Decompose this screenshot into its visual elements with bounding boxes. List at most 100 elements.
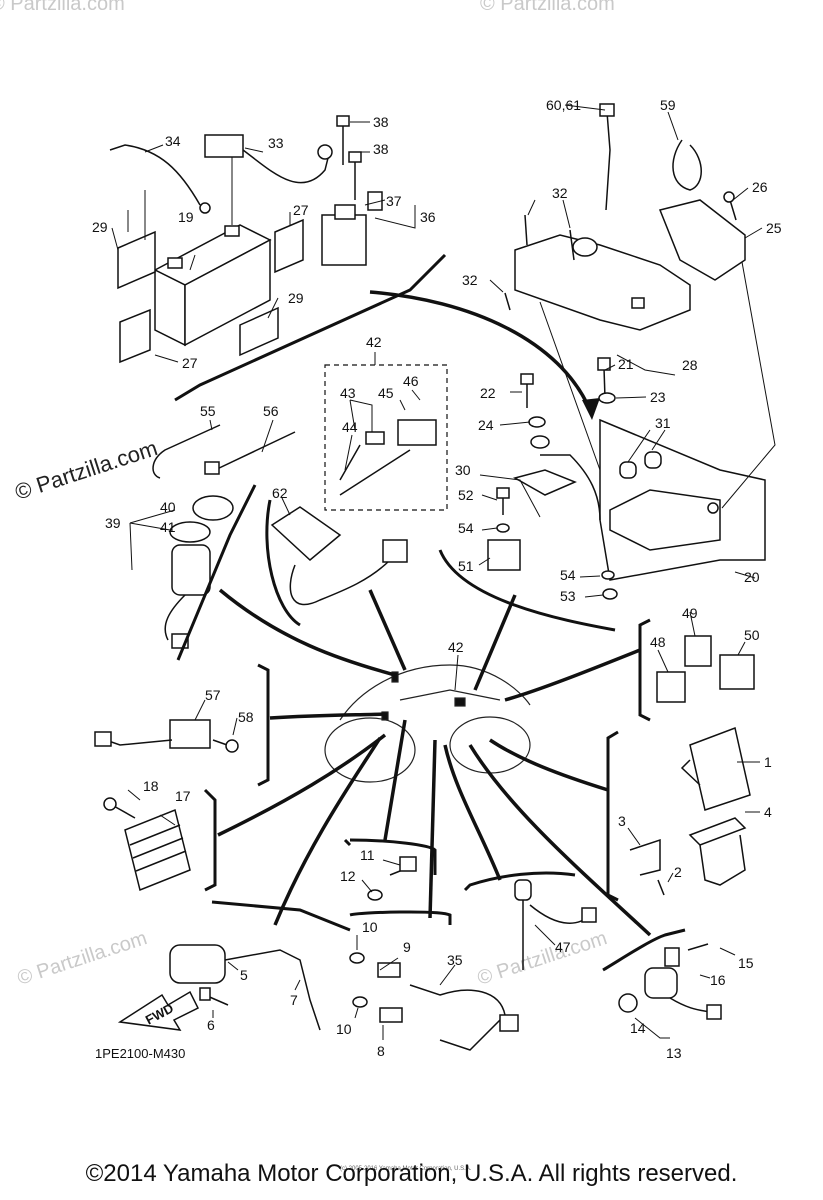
- relay-49: [684, 635, 712, 667]
- callout-42-b: 42: [448, 639, 464, 655]
- bracket-25: [658, 199, 746, 281]
- callout-20: 20: [744, 569, 760, 585]
- callout-62: 62: [272, 485, 288, 501]
- pad-27-bottom: [119, 308, 151, 364]
- callout-50: 50: [744, 627, 760, 643]
- callout-8: 8: [377, 1043, 385, 1059]
- lead-35: [409, 984, 506, 1051]
- callout-52: 52: [458, 487, 474, 503]
- callout-21: 21: [618, 356, 634, 372]
- battery-group: [109, 115, 447, 402]
- callout-43: 43: [340, 385, 356, 401]
- bolt-32-c: [504, 292, 511, 311]
- callout-17: 17: [175, 788, 191, 804]
- vehicle-outline: [324, 664, 531, 783]
- diagram-code: 1PE2100-M430: [95, 1046, 185, 1061]
- callout-27-b: 27: [182, 355, 198, 371]
- cable-33: [242, 149, 331, 184]
- watermark-top-right: © Partzilla.com: [480, 0, 615, 15]
- callout-53: 53: [560, 588, 576, 604]
- callout-11: 11: [360, 847, 375, 863]
- bolt-32-b: [569, 229, 575, 261]
- bolt-26: [729, 199, 737, 221]
- callout-58: 58: [238, 709, 254, 725]
- callout-5: 5: [240, 967, 248, 983]
- cable-tie-56: [214, 431, 296, 471]
- nut-53: [602, 588, 618, 600]
- pad-29-bottom: [239, 306, 279, 357]
- callout-13: 13: [666, 1045, 682, 1061]
- cable-34: [109, 144, 201, 206]
- clamp-59: [672, 139, 702, 191]
- fwd-arrow: FWD: [117, 990, 200, 1031]
- cable-tie-55: [152, 424, 221, 479]
- bracket-3: [629, 838, 661, 876]
- cover-28: [514, 234, 691, 331]
- callout-37: 37: [386, 193, 402, 209]
- callout-33: 33: [268, 135, 284, 151]
- bolt-2: [657, 879, 665, 896]
- callout-39: 39: [105, 515, 121, 531]
- pad-29-left: [117, 230, 156, 290]
- callout-38-b: 38: [373, 141, 389, 157]
- washer-12: [367, 889, 383, 901]
- callout-48: 48: [650, 634, 666, 650]
- callout-22: 22: [480, 385, 496, 401]
- fine-print: (c) 2005-2016 Yamaha Motor Corporation, …: [340, 1166, 472, 1172]
- watermark-top-left: © Partzilla.com: [0, 0, 125, 15]
- callout-56: 56: [263, 403, 279, 419]
- callout-28: 28: [682, 357, 698, 373]
- callout-45: 45: [378, 385, 394, 401]
- relay-51: [487, 539, 521, 571]
- callout-32-b: 32: [462, 272, 478, 288]
- callout-41: 41: [160, 519, 176, 535]
- callout-59: 59: [660, 97, 676, 113]
- callout-34: 34: [165, 133, 181, 149]
- bolt-32-a: [524, 214, 528, 246]
- callout-26: 26: [752, 179, 768, 195]
- arrow-to-battery-box: [369, 290, 592, 411]
- callout-27-a: 27: [293, 202, 309, 218]
- relay-50: [719, 654, 755, 690]
- callout-labels: 1 2 3 4 5 6 7 8 9 10 10 11 12 13 14 15 1…: [92, 97, 782, 1061]
- callout-31: 31: [655, 415, 671, 431]
- callout-9: 9: [403, 939, 411, 955]
- callout-29-b: 29: [288, 290, 304, 306]
- callout-19: 19: [178, 209, 194, 225]
- callout-14: 14: [630, 1020, 646, 1036]
- washer-10-a: [349, 952, 365, 964]
- battery-19: [153, 224, 272, 347]
- switch-9: [377, 962, 401, 978]
- sub-lead-62: [270, 506, 408, 606]
- callout-32-a: 32: [552, 185, 568, 201]
- sensor-13: [618, 943, 722, 1020]
- callout-46: 46: [403, 373, 419, 389]
- washer-23: [598, 392, 616, 404]
- callout-10-b: 10: [336, 1021, 352, 1037]
- callout-54-a: 54: [458, 520, 474, 536]
- callout-18: 18: [143, 778, 159, 794]
- callout-42-a: 42: [366, 334, 382, 350]
- ecu-1: [680, 726, 751, 811]
- callout-38-a: 38: [373, 114, 389, 130]
- callout-12: 12: [340, 868, 356, 884]
- bracket-4: [688, 817, 747, 886]
- callout-57: 57: [205, 687, 221, 703]
- callout-15: 15: [738, 955, 754, 971]
- watermark-main: © Partzilla.com: [12, 435, 161, 505]
- ignition-coil-5: [169, 944, 321, 1031]
- battery-group-bracket: [174, 253, 447, 402]
- callout-55: 55: [200, 403, 216, 419]
- battery-box-20: [599, 418, 766, 581]
- callout-23: 23: [650, 389, 666, 405]
- callout-24: 24: [478, 417, 494, 433]
- callout-29-a: 29: [92, 219, 108, 235]
- starter-relay-36: [321, 191, 383, 266]
- pad-30: [513, 469, 577, 496]
- washer-54-b: [601, 570, 615, 580]
- callout-4: 4: [764, 804, 772, 820]
- lead-box-42: [324, 364, 448, 511]
- callout-49: 49: [682, 605, 698, 621]
- connector-33: [204, 134, 244, 158]
- callout-30: 30: [455, 462, 471, 478]
